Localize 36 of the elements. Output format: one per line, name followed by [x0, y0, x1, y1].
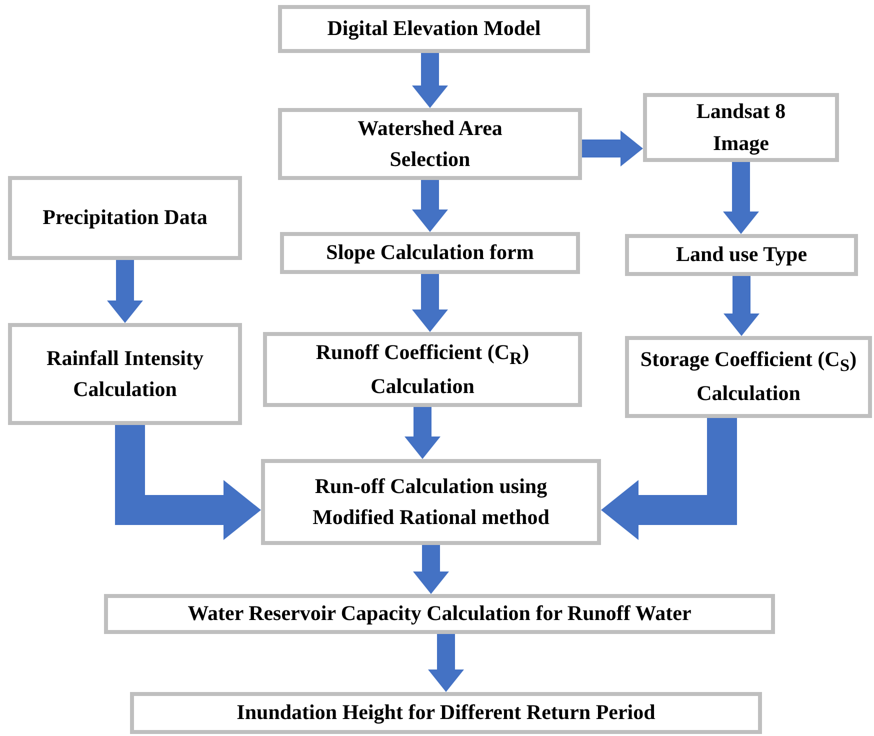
block-arrow: [601, 418, 737, 540]
box-label: Slope Calculation form: [326, 239, 534, 266]
process-box: [104, 594, 775, 634]
box-label: Runoff Coefficient (C$_{R}$) Calculation: [314, 338, 530, 400]
box-label: Water Reservoir Capacity Calculation for Runoff Water: [188, 600, 692, 628]
process-box: [278, 5, 590, 53]
process-box: [8, 323, 242, 425]
block-arrow: [412, 53, 448, 108]
block-arrow: [115, 425, 261, 540]
process-box: [278, 108, 582, 180]
box-label: Run-off Calculation using Modified Rational method: [312, 472, 550, 531]
box-label: Digital Elevation Model: [327, 15, 541, 42]
block-arrow: [724, 276, 760, 336]
process-box: [280, 232, 580, 274]
process-box: [625, 336, 872, 418]
block-arrow: [723, 162, 759, 234]
box-label: Storage Coefficient (C$_{S}$) Calculation: [639, 346, 858, 408]
block-arrow: [107, 260, 143, 323]
box-label: Rainfall Intensity Calculation: [46, 344, 204, 403]
process-box: [263, 332, 582, 407]
block-arrow: [413, 545, 449, 594]
process-box: [8, 176, 242, 260]
process-box: [625, 234, 858, 276]
block-arrow: [428, 634, 464, 692]
block-arrow: [412, 274, 448, 332]
box-label: Precipitation Data: [42, 204, 208, 232]
block-arrow: [582, 130, 643, 166]
box-label: Land use Type: [676, 241, 808, 268]
block-arrow: [404, 407, 440, 459]
block-arrow: [412, 180, 448, 232]
process-box: [643, 93, 839, 162]
box-label: Landsat 8 Image: [695, 98, 787, 157]
box-label: Watershed Area Selection: [356, 114, 504, 173]
box-label: Inundation Height for Different Return Period: [236, 699, 656, 726]
process-box: [130, 692, 762, 734]
process-box: [261, 459, 601, 545]
